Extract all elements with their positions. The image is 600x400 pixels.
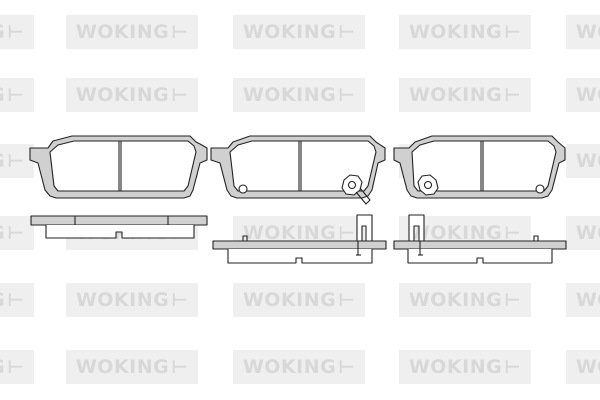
pad-3-lining [412, 141, 556, 191]
pad-2-profile-stud [243, 236, 247, 241]
watermark-logo: WOKING⊢ [233, 283, 365, 317]
pad-2-profile-lining [228, 249, 372, 263]
pad-3-profile-stud [534, 236, 538, 241]
watermark-logo: WOKING⊢ [0, 15, 34, 49]
watermark-logo: WOKING⊢ [66, 15, 198, 49]
pad-2-profile-plate [213, 241, 386, 249]
watermark-logo: WOKING⊢ [0, 283, 34, 317]
pad-2-lining [230, 141, 376, 191]
watermark-logo: WOKING⊢ [566, 15, 600, 49]
pad-2-sensor-pin [349, 182, 356, 189]
pad-2-profile-sensor [357, 215, 372, 241]
brake-pad-1 [30, 136, 207, 238]
pad-2-sensor-arm [356, 188, 370, 204]
pad-3-wear-sensor [418, 175, 438, 195]
pad-2-hole [239, 185, 247, 193]
pad-3-profile-lining [408, 249, 552, 263]
watermark-logo: WOKING⊢ [0, 78, 34, 112]
watermark-logo: WOKING⊢ [0, 144, 34, 178]
pad-3-sensor-pin [425, 182, 432, 189]
pad-1-lining [50, 141, 196, 191]
watermark-logo: WOKING⊢ [66, 78, 198, 112]
watermark-logo: WOKING⊢ [0, 216, 34, 250]
watermark-logo: WOKING⊢ [66, 283, 198, 317]
watermark-logo: WOKING⊢ [399, 350, 531, 384]
pad-3-hole [536, 185, 544, 193]
watermark-logo: WOKING⊢ [566, 283, 600, 317]
watermark-logo: WOKING⊢ [399, 15, 531, 49]
watermark-logo: WOKING⊢ [566, 216, 600, 250]
watermark-logo: WOKING⊢ [566, 144, 600, 178]
watermark-logo: WOKING⊢ [566, 350, 600, 384]
watermark-logo: WOKING⊢ [233, 15, 365, 49]
brake-pad-2 [211, 136, 386, 263]
watermark-logo: WOKING⊢ [233, 350, 365, 384]
pad-2-wear-sensor [342, 175, 362, 195]
watermark-logo: WOKING⊢ [233, 78, 365, 112]
pad-1-profile-plate [31, 216, 207, 225]
pad-3-profile-sensor [409, 215, 424, 241]
brake-pad-3 [394, 136, 566, 263]
pad-1-profile-lining [46, 225, 194, 238]
watermark-logo: WOKING⊢ [66, 350, 198, 384]
watermark-logo: WOKING⊢ [399, 283, 531, 317]
watermark-logo: WOKING⊢ [0, 350, 34, 384]
watermark-logo: WOKING⊢ [566, 78, 600, 112]
watermark-logo: WOKING⊢ [399, 78, 531, 112]
